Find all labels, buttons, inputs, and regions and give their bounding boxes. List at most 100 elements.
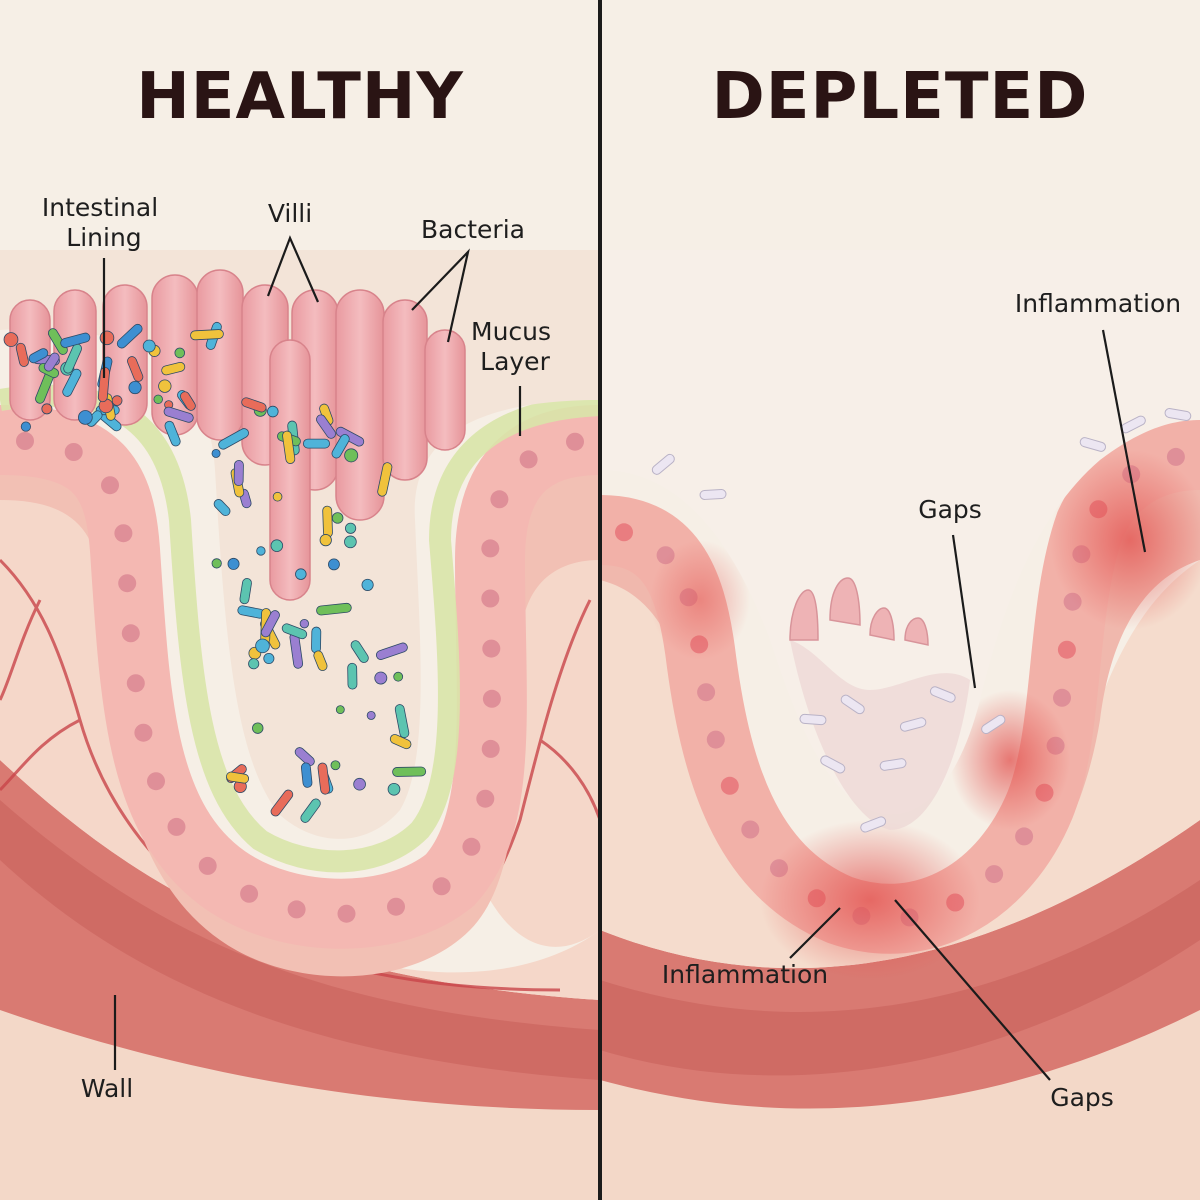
bacterium-rod [180, 391, 196, 411]
sparse-bacterium [929, 686, 956, 703]
label-villi: Villi [268, 199, 312, 228]
villus [335, 289, 385, 521]
label-mucus-layer: Mucus Layer [471, 317, 559, 376]
sparse-bacterium [840, 694, 865, 715]
cell-nucleus [126, 674, 145, 693]
cell-nucleus [240, 884, 259, 903]
bacterium-coccus [344, 535, 357, 549]
leader-bacteria [411, 248, 470, 343]
damaged-cell-nucleus [697, 683, 716, 702]
bacterium-rod [377, 462, 393, 497]
bacterium-rod [316, 414, 336, 439]
label-intestinal-lining-line1: Intestinal [42, 193, 158, 222]
bacterium-coccus [256, 546, 266, 556]
bacterium-coccus [174, 347, 186, 359]
bacterium-rod [375, 642, 408, 660]
bacterium-rod [350, 640, 369, 663]
bacterium-coccus [353, 777, 366, 791]
bacterium-rod [281, 623, 308, 640]
cell-nucleus [481, 539, 500, 558]
label-gaps-top: Gaps [918, 495, 982, 524]
cell-nucleus [167, 817, 186, 836]
bacterium-rod [317, 762, 331, 795]
damaged-cell-nucleus [706, 730, 725, 749]
bacterium-coccus [344, 448, 359, 463]
villus [424, 329, 466, 451]
bacterium-rod [97, 367, 110, 403]
sparse-bacterium [1164, 408, 1192, 421]
bacterium-coccus [295, 568, 307, 580]
bacterium-coccus [319, 534, 332, 547]
bacterium-coccus [78, 410, 93, 425]
cell-nucleus [198, 856, 217, 875]
cell-nucleus [566, 432, 584, 451]
bacterium-coccus [158, 379, 172, 393]
bacterium-coccus [41, 403, 53, 415]
label-inflammation-top: Inflammation [1015, 289, 1181, 318]
cell-nucleus [490, 490, 509, 509]
sparse-bacterium [799, 713, 827, 726]
cell-nucleus [481, 589, 500, 608]
bacterium-rod [233, 459, 244, 487]
bacterium-rod [15, 342, 29, 367]
bacterium-coccus [361, 578, 374, 591]
sparse-bacterium [651, 453, 675, 475]
bacterium-coccus [345, 522, 357, 534]
bacterium-rod [260, 610, 280, 638]
bacterium-coccus [270, 539, 284, 552]
label-gaps-bottom: Gaps [1050, 1083, 1114, 1112]
bacterium-coccus [211, 558, 222, 569]
bacterium-rod [241, 397, 267, 413]
bacteria-group [3, 321, 427, 823]
bacterium-coccus [335, 705, 345, 715]
right-lumen [602, 250, 1200, 815]
bacterium-coccus [374, 671, 388, 685]
sparse-bacterium [899, 717, 927, 732]
cell-nucleus [476, 789, 495, 808]
cell-nucleus [16, 432, 34, 450]
bacterium-coccus [99, 330, 115, 346]
sparse-bacterium [879, 758, 907, 771]
bacterium-rod [63, 343, 83, 374]
bacterium-rod [282, 430, 296, 464]
damaged-cell-nucleus [1166, 447, 1185, 466]
cell-nucleus [114, 524, 133, 543]
bacterium-rod [270, 789, 294, 817]
right-muscle-band [602, 880, 1200, 1076]
bacterium-rod [347, 662, 358, 690]
damaged-cell-nucleus [985, 865, 1004, 884]
bacterium-rod [116, 323, 143, 349]
cell-nucleus [462, 837, 481, 856]
bacterium-rod [62, 368, 82, 397]
cell-nucleus [432, 877, 451, 896]
bacterium-coccus [267, 405, 279, 418]
label-mucus-layer-line2: Layer [480, 347, 550, 376]
bacterium-coccus [255, 638, 270, 654]
cell-nucleus [121, 624, 140, 643]
cell-nucleus [118, 574, 137, 593]
bacterium-coccus [20, 421, 31, 432]
bacterium-rod [213, 499, 231, 517]
bacterium-rod [313, 650, 328, 672]
villus [196, 269, 244, 441]
inflammation-zone-left [650, 540, 750, 660]
bacterium-coccus [366, 710, 376, 720]
bacterium-coccus [252, 722, 264, 734]
damaged-cell-nucleus [1057, 640, 1076, 659]
damaged-cell-nucleus [1053, 688, 1071, 707]
bacterium-rod [226, 771, 250, 784]
bacterium-coccus [330, 760, 341, 771]
cell-nucleus [482, 639, 501, 658]
label-wall: Wall [81, 1074, 133, 1103]
bacterium-coccus [248, 658, 260, 670]
sparse-bacterium [820, 755, 846, 774]
healthy-title: HEALTHY [136, 60, 464, 134]
leader-inflammation-bottom [789, 907, 841, 959]
bacterium-rod [300, 798, 321, 823]
label-mucus-layer-line1: Mucus [471, 317, 551, 346]
right-depleted-mucus [790, 640, 970, 830]
bacterium-coccus [299, 619, 310, 629]
inflammation-zone-mid [950, 690, 1070, 830]
left-submucosa [0, 478, 598, 1000]
villus [269, 339, 311, 601]
